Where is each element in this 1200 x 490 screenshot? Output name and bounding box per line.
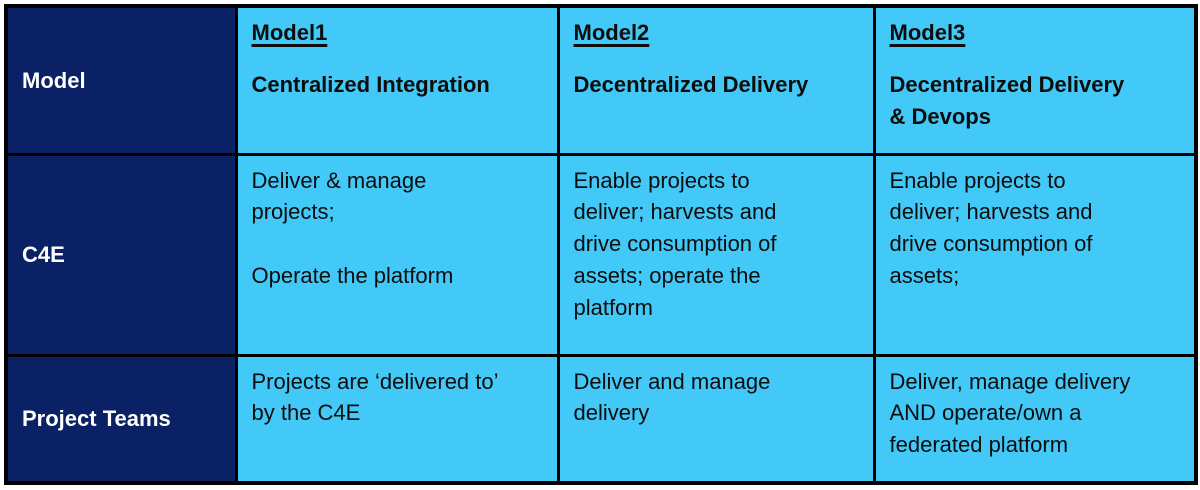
- col-header-model3-title: Model3: [889, 20, 966, 45]
- cell-text: Deliver & manage projects; Operate the p…: [251, 167, 454, 289]
- table-cell: Deliver & manage projects; Operate the p…: [234, 152, 560, 357]
- models-comparison-table: Model Model1 Centralized Integration Mod…: [4, 4, 1198, 485]
- row-header-project-teams: Project Teams: [4, 353, 238, 485]
- col-header-model3: Model3 Decentralized Delivery & Devops: [872, 4, 1198, 156]
- table-row-project-teams: Project Teams Projects are ‘delivered to…: [4, 353, 1198, 485]
- table-cell: Projects are ‘delivered to’ by the C4E: [234, 353, 560, 485]
- col-header-model1: Model1 Centralized Integration: [234, 4, 560, 156]
- table-cell: Enable projects to deliver; harvests and…: [556, 152, 876, 357]
- cell-text: Enable projects to deliver; harvests and…: [573, 167, 777, 321]
- table-row-c4e: C4E Deliver & manage projects; Operate t…: [4, 152, 1198, 357]
- col-header-model1-description: Centralized Integration: [251, 71, 490, 97]
- header-row: Model Model1 Centralized Integration Mod…: [4, 4, 1198, 156]
- cell-text: Deliver, manage delivery AND operate/own…: [889, 368, 1131, 458]
- row-header-model-label: Model: [22, 67, 86, 93]
- cell-text: Deliver and manage delivery: [573, 368, 771, 426]
- row-header-c4e-label: C4E: [22, 242, 65, 268]
- col-header-model2-title: Model2: [573, 20, 650, 45]
- table-frame: Model Model1 Centralized Integration Mod…: [4, 4, 1198, 485]
- col-header-model1-title: Model1: [251, 20, 328, 45]
- cell-text: Enable projects to deliver; harvests and…: [889, 167, 1093, 289]
- row-header-project-teams-label: Project Teams: [22, 406, 171, 432]
- row-header-model: Model: [4, 4, 238, 156]
- cell-text: Projects are ‘delivered to’ by the C4E: [251, 368, 499, 426]
- table-cell: Deliver and manage delivery: [556, 353, 876, 485]
- table-cell: Enable projects to deliver; harvests and…: [872, 152, 1198, 357]
- row-header-c4e: C4E: [4, 152, 238, 357]
- table-cell: Deliver, manage delivery AND operate/own…: [872, 353, 1198, 485]
- col-header-model3-description: Decentralized Delivery & Devops: [889, 71, 1125, 129]
- col-header-model2: Model2 Decentralized Delivery: [556, 4, 876, 156]
- col-header-model2-description: Decentralized Delivery: [573, 71, 809, 97]
